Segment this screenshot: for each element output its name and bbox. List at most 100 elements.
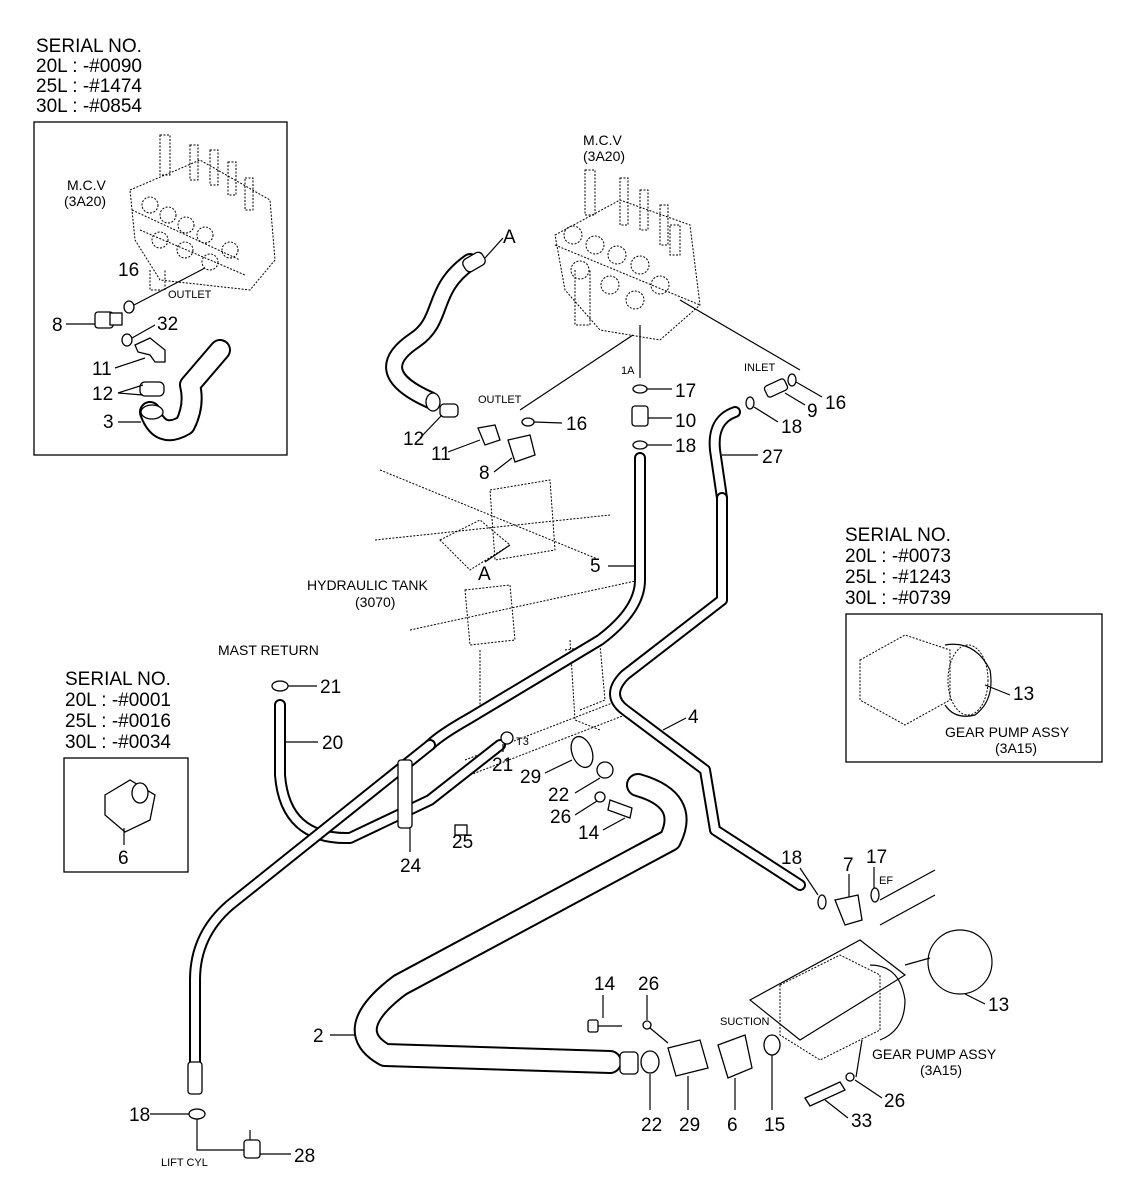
callout-6: 6 [118,848,129,869]
return-hose-a: A [385,227,516,412]
serial-line: 25L : -#1474 [36,76,142,97]
mast-return-label: MAST RETURN [218,642,319,658]
lift-cylinder-hose: 18 LIFT CYL 28 [129,739,436,1169]
gear-pump: 13 GEAR PUMP ASSY (3A15) SUCTION [720,929,1009,1078]
callout-22: 22 [641,1115,662,1136]
callout-5: 5 [590,556,601,577]
mcv-valve-drawing [129,134,276,291]
callout-14: 14 [578,823,600,844]
ref-a-top: A [503,227,516,248]
callout-11: 11 [92,359,112,380]
mcv-code: (3A20) [64,193,106,209]
callout-28: 28 [294,1146,315,1167]
outlet-label: OUTLET [478,394,522,406]
tank-code: (3070) [355,594,395,610]
pump-label: GEAR PUMP ASSY [945,724,1070,740]
inlet-label: INLET [744,362,775,374]
pump-code: (3A15) [995,740,1037,756]
port-1a-label: 1A [621,365,635,377]
fitting-8 [507,434,536,463]
clamp-12 [439,403,459,418]
hose-4: 4 [609,492,806,891]
mcv-label: M.C.V [67,177,107,193]
pump-inlet-fittings: 18 7 17 EF [781,847,936,926]
callout-17: 17 [675,381,696,402]
callout-18: 18 [129,1105,150,1126]
serial-block-3: SERIAL NO. 20L : -#0001 25L : -#0016 30L… [63,669,189,873]
flange-29 [570,735,594,769]
callout-8: 8 [52,315,63,336]
callout-12: 12 [403,429,424,450]
mcv-fittings: OUTLET 16 12 11 8 1A 17 10 18 INLET 9 16… [403,362,846,484]
callout-21: 21 [492,755,513,776]
callout-25: 25 [452,832,473,853]
callout-26: 26 [638,974,659,995]
plug-28 [243,1139,261,1159]
callout-15: 15 [764,1115,785,1136]
hose-20: MAST RETURN 21 20 [218,642,506,845]
ref-a-tank: A [478,564,491,585]
serial-block-1: SERIAL NO. 20L : -#0090 25L : -#1474 30L… [36,36,142,117]
serial-block-2: SERIAL NO. 20L : -#0073 25L : -#1243 30L… [845,525,1103,763]
serial-line: 30L : -#0739 [845,588,951,609]
hose-5: 5 [424,452,646,751]
callout-8: 8 [479,463,490,484]
suction-port-parts: T3 21 29 22 26 14 [492,731,633,844]
bolt-33 [804,1081,846,1107]
serial-line: 30L : -#0854 [36,96,142,117]
callout-32: 32 [157,314,178,335]
callout-26: 26 [550,807,571,828]
callout-16: 16 [118,260,139,281]
fitting-10 [631,405,649,427]
serial-line: 25L : -#0016 [65,711,171,732]
callout-26: 26 [884,1091,905,1112]
serial-title: SERIAL NO. [36,36,142,57]
callout-21: 21 [320,677,341,698]
clamp-12 [139,381,165,397]
port-ef-label: EF [879,875,893,887]
callout-29: 29 [679,1115,700,1136]
port-t3-label: T3 [516,736,529,748]
serial-line: 20L : -#0001 [65,690,171,711]
callout-6: 6 [727,1115,738,1136]
pump-code: (3A15) [920,1062,962,1078]
callout-27: 27 [762,447,783,468]
callout-20: 20 [322,733,343,754]
callout-13: 13 [1013,684,1034,705]
callout-16: 16 [566,414,587,435]
callout-9: 9 [807,401,818,422]
fitting-11 [477,424,501,446]
outlet-label: OUTLET [168,289,212,301]
serial-line: 25L : -#1243 [845,567,951,588]
callout-13: 13 [988,995,1009,1016]
elbow-11 [134,337,166,363]
tank-label: HYDRAULIC TANK [307,577,429,593]
callout-16: 16 [825,393,846,414]
callout-18: 18 [675,436,696,457]
suction-label: SUCTION [720,1016,770,1028]
serial-title: SERIAL NO. [65,669,171,690]
serial-title: SERIAL NO. [845,525,951,546]
mcv-label: M.C.V [583,132,623,148]
hydraulic-tank: HYDRAULIC TANK (3070) A [307,469,641,776]
callout-2: 2 [313,1026,324,1047]
hose-2: 2 [313,773,688,1075]
clamp-24: 24 25 [397,759,473,877]
callout-14: 14 [594,974,616,995]
serial-line: 30L : -#0034 [65,732,171,753]
mcv-code: (3A20) [583,148,625,164]
callout-24: 24 [400,856,422,877]
callout-4: 4 [688,707,699,728]
serial-line: 20L : -#0073 [845,546,951,567]
callout-7: 7 [843,855,854,876]
bottom-parts: 14 26 22 29 6 15 33 26 [587,974,905,1136]
callout-29: 29 [520,767,541,788]
inset-mcv-box: M.C.V (3A20) OUTLET 16 8 32 11 12 3 [33,121,288,456]
hose-27: 27 [708,406,783,504]
callout-18: 18 [781,848,802,869]
bolt-14 [607,799,633,819]
pump-label: GEAR PUMP ASSY [872,1046,997,1062]
serial-line: 20L : -#0090 [36,56,142,77]
flange-6 [717,1034,753,1079]
